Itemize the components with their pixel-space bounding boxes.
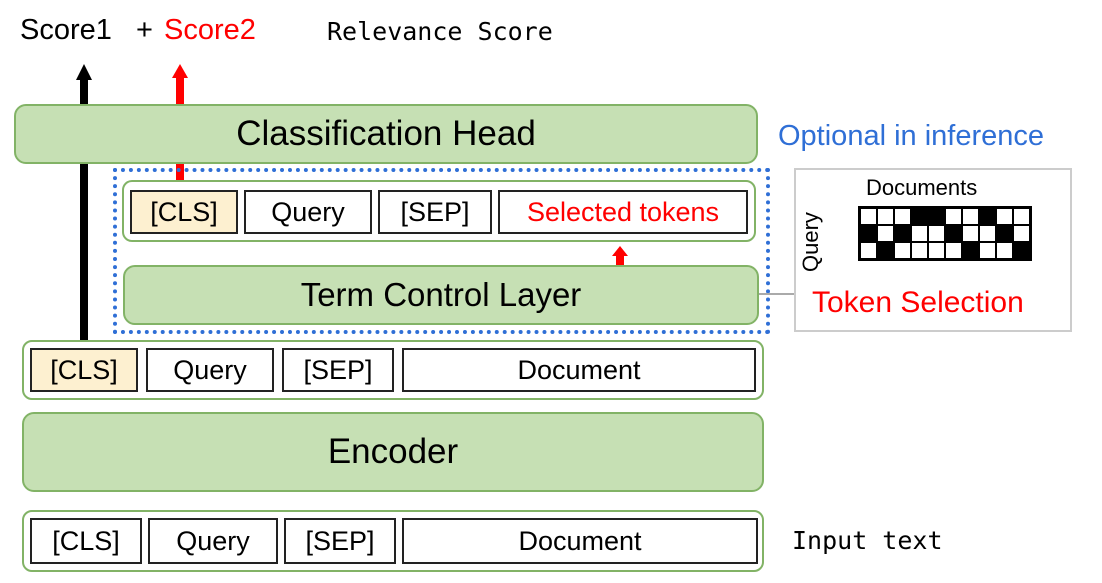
selection-cell [962,208,979,225]
middle-row-query-token: Query [146,348,274,392]
selected-row-cls-token: [CLS] [130,190,238,234]
encoder-block: Encoder [22,412,764,492]
selection-cell [928,242,945,259]
score1-label: Score1 [20,14,112,46]
selection-arrow-head [612,246,628,256]
selected-row-sep-token: [SEP] [378,190,492,234]
token-selection-title: Token Selection [812,286,1024,319]
score2-arrow-shaft-bottom [176,162,184,188]
selection-cell [945,208,962,225]
input-row-document-token: Document [402,518,758,564]
middle-row-cls-token: [CLS] [30,348,138,392]
selected-row-query-token: Query [244,190,372,234]
selection-cell [894,225,911,242]
selection-cell [996,208,1013,225]
selection-cell [877,242,894,259]
selection-cell [928,208,945,225]
selection-cell [996,225,1013,242]
selection-cell [945,242,962,259]
selected-tokens-token: Selected tokens [498,190,748,234]
term-control-layer: Term Control Layer [123,265,759,325]
score2-arrow-head [172,64,188,78]
middle-row-document-token: Document [402,348,756,392]
selection-cell [1013,208,1030,225]
selection-cell [860,225,877,242]
selection-cell [962,242,979,259]
selection-cell [1013,225,1030,242]
selection-cell [945,225,962,242]
selection-cell [979,225,996,242]
classification-head: Classification Head [14,104,758,164]
relevance-score-label: Relevance Score [327,17,553,46]
selection-cell [894,208,911,225]
selection-arrow-shaft [616,256,624,266]
input-row-cls-token: [CLS] [30,518,142,564]
selection-cell [911,208,928,225]
input-row-sep-token: [SEP] [284,518,396,564]
score1-arrow-head [76,64,92,80]
selection-cell [877,225,894,242]
token-selection-grid [858,206,1032,261]
selection-cell [1013,242,1030,259]
documents-label: Documents [866,175,978,200]
selection-cell [928,225,945,242]
optional-region [113,168,770,334]
selection-cell [894,242,911,259]
optional-in-inference-label: Optional in inference [778,120,1044,152]
query-vertical-label: Query [798,212,823,272]
selection-cell [996,242,1013,259]
input-row-query-token: Query [148,518,278,564]
inset-connector [759,293,794,295]
selection-cell [962,225,979,242]
selection-cell [979,208,996,225]
selection-cell [860,242,877,259]
score1-arrow-shaft [80,78,88,340]
selection-cell [911,242,928,259]
plus-sign: + [136,14,153,46]
selection-cell [979,242,996,259]
input-text-label: Input text [792,526,943,555]
selection-cell [877,208,894,225]
selection-cell [911,225,928,242]
selection-cell [860,208,877,225]
score2-label: Score2 [164,14,256,46]
score2-arrow-shaft-top [176,76,184,106]
middle-row-sep-token: [SEP] [282,348,394,392]
